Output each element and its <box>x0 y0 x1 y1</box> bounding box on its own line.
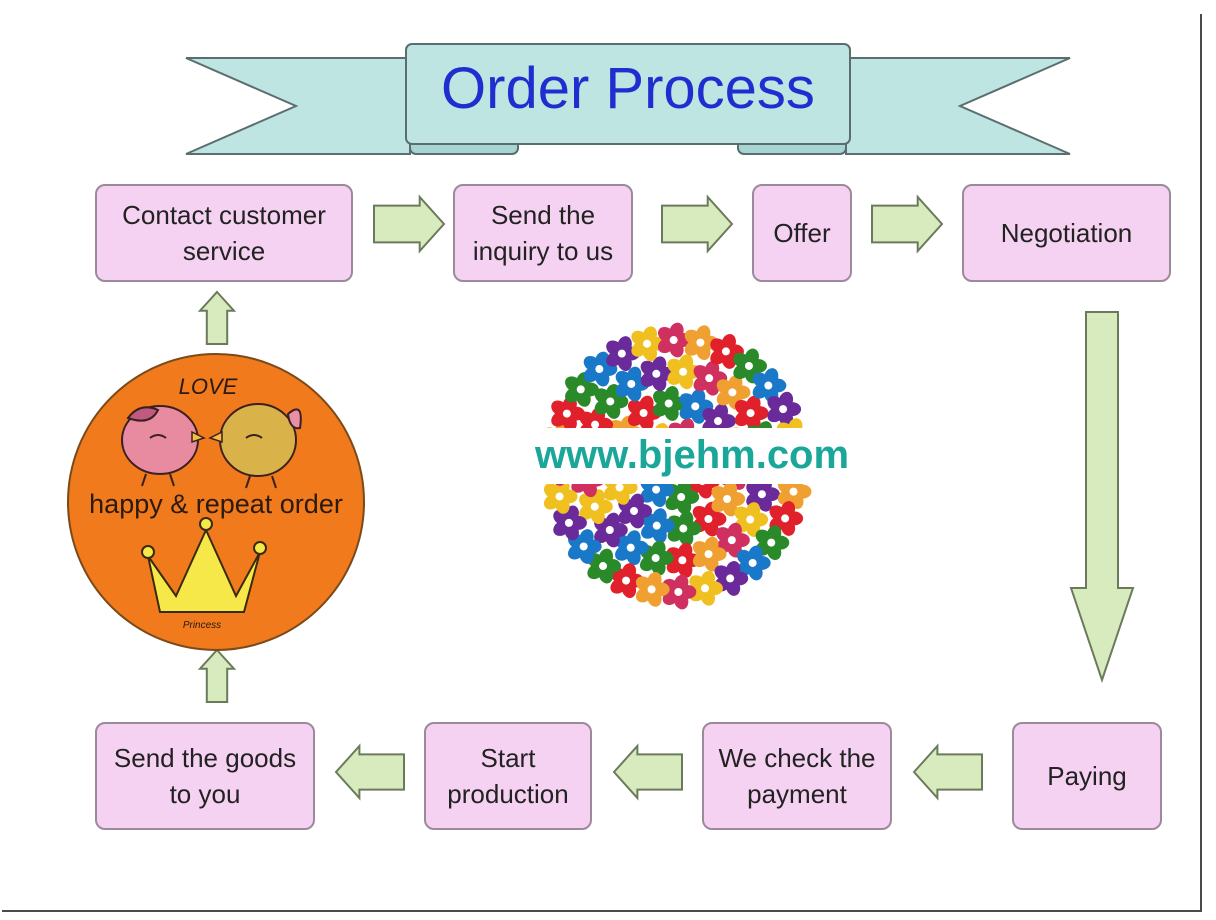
flower-icon <box>658 322 692 358</box>
flower-icon <box>692 536 727 572</box>
crown-word: Princess <box>183 620 221 631</box>
flower-icon <box>679 388 714 424</box>
flower-icon <box>635 571 670 607</box>
step-send-goods: Send the goods to you <box>95 722 315 830</box>
arrow-check-to-production <box>612 743 683 801</box>
bird-pink-icon <box>121 405 206 487</box>
badge-love-word: LOVE <box>179 374 238 399</box>
flower-icon <box>640 356 675 392</box>
flower-icon <box>711 481 746 517</box>
flower-icon <box>693 360 728 396</box>
arrow-contact-to-inquiry <box>373 194 446 254</box>
arrow-production-to-goods <box>334 743 405 801</box>
arrow-badge-to-contact <box>197 290 237 345</box>
flower-icon <box>641 508 675 544</box>
step-negotiation: Negotiation <box>962 184 1171 282</box>
badge-caption: happy & repeat order <box>89 489 343 519</box>
watermark-url: www.bjehm.com <box>534 433 849 477</box>
flower-icon <box>736 545 771 581</box>
banner-center <box>405 43 851 145</box>
arrow-negotiation-to-paying <box>1069 311 1135 684</box>
watermark-band <box>500 428 884 484</box>
title-banner: Order Process <box>185 43 1071 155</box>
flower-icon <box>767 391 802 427</box>
arrow-paying-to-check <box>912 743 983 801</box>
step-contact-customer-service: Contact customer service <box>95 184 353 282</box>
flower-icon <box>618 493 652 529</box>
arrow-inquiry-to-offer <box>661 194 734 254</box>
step-send-inquiry: Send the inquiry to us <box>453 184 633 282</box>
bird-yellow-icon <box>208 403 302 489</box>
flower-icon <box>716 522 750 558</box>
step-offer: Offer <box>752 184 852 282</box>
crown-icon: Princess <box>141 517 267 631</box>
flower-icon <box>666 542 701 578</box>
flower-icon <box>689 570 723 606</box>
flower-icon <box>662 574 697 610</box>
flower-icon <box>594 512 628 548</box>
flow-arrows <box>197 194 1135 801</box>
banner-left-tail <box>185 57 411 155</box>
arrow-goods-to-badge <box>197 648 237 703</box>
flower-icon <box>583 351 618 387</box>
flower-icon <box>667 511 702 546</box>
step-check-payment: We check the payment <box>702 722 892 830</box>
flower-icon <box>710 334 744 369</box>
step-start-production: Start production <box>424 722 592 830</box>
flower-icon <box>665 479 700 515</box>
page-title: Order Process <box>441 56 815 121</box>
flower-icon <box>734 395 769 431</box>
flower-icon <box>733 348 767 384</box>
banner-right-tail <box>845 57 1071 155</box>
flower-icon <box>587 548 622 584</box>
happy-badge: LOVE happy & repeat order <box>67 353 365 651</box>
arrow-offer-to-negotiation <box>871 194 944 254</box>
flower-icon <box>716 374 751 410</box>
flower-ball-image <box>500 322 884 610</box>
flower-icon <box>565 371 599 407</box>
step-paying: Paying <box>1012 722 1162 830</box>
